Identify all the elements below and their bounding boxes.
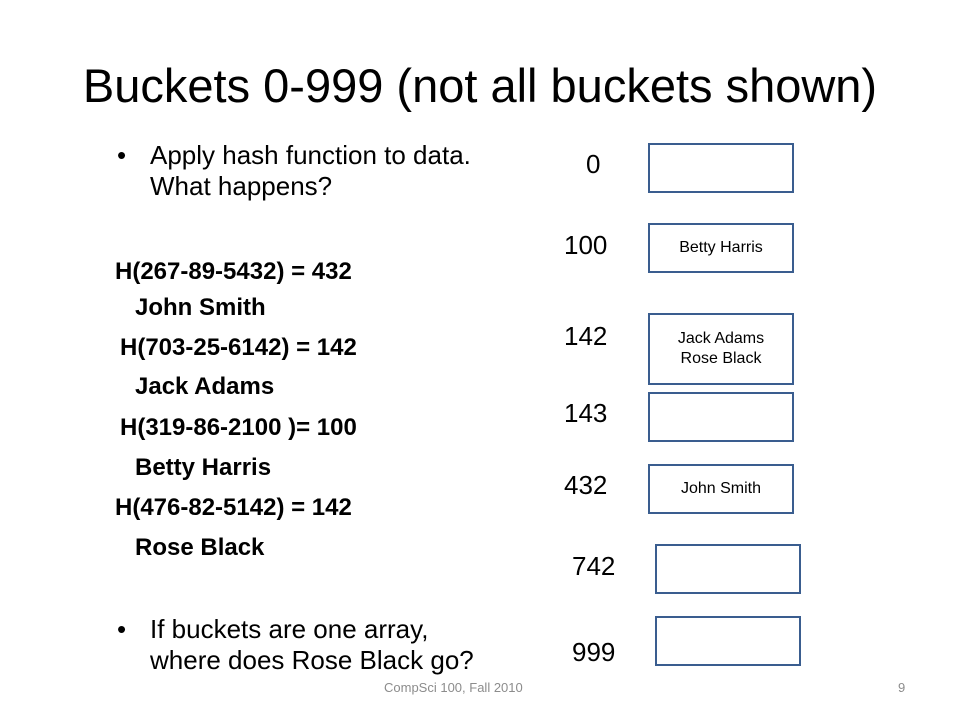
bucket-entry: Jack Adams (677, 330, 765, 347)
bucket-label: 742 (572, 551, 616, 581)
hash-line: H(703-25-6142) = 142 (120, 334, 357, 361)
hash-name: John Smith (135, 294, 266, 321)
bullet-text: If buckets are one array, where does Ros… (150, 614, 474, 676)
hash-name: Jack Adams (135, 373, 275, 400)
bullet-where-rose: • If buckets are one array, where does R… (117, 614, 474, 676)
bullet-line: where does Rose Black go? (150, 645, 474, 675)
bucket-box-100: Betty Harris (648, 223, 794, 273)
bucket-box-143 (648, 392, 794, 442)
bucket-label: 143 (564, 398, 608, 428)
bullet-apply-hash: • Apply hash function to data. What happ… (117, 140, 471, 202)
bucket-box-999 (655, 616, 801, 666)
bullet-line: What happens? (150, 171, 333, 201)
bucket-box-742 (655, 544, 801, 594)
hash-name: Betty Harris (135, 454, 272, 481)
hash-name: Rose Black (135, 534, 265, 561)
bullet-text: Apply hash function to data. What happen… (150, 140, 471, 202)
bucket-box-0 (648, 143, 794, 193)
bucket-label: 0 (586, 149, 601, 179)
bucket-entry: Rose Black (680, 350, 762, 367)
bucket-entry: John Smith (680, 480, 762, 497)
bullet-line: Apply hash function to data. (150, 140, 471, 170)
bucket-label: 999 (572, 637, 616, 667)
bucket-box-432: John Smith (648, 464, 794, 514)
bullet-marker: • (117, 140, 127, 170)
hash-line: H(267-89-5432) = 432 (115, 258, 352, 285)
page-number: 9 (898, 680, 906, 695)
bucket-entry: Betty Harris (679, 239, 763, 256)
bullet-line: If buckets are one array, (150, 614, 429, 644)
bucket-label: 100 (564, 230, 608, 260)
hash-line: H(476-82-5142) = 142 (115, 494, 352, 521)
bucket-label: 142 (564, 321, 608, 351)
hash-line: H(319-86-2100 )= 100 (120, 414, 357, 441)
bullet-marker: • (117, 614, 127, 644)
bucket-box-142: Jack Adams Rose Black (648, 313, 794, 385)
footer-course: CompSci 100, Fall 2010 (384, 680, 523, 695)
slide-title: Buckets 0-999 (not all buckets shown) (82, 59, 878, 112)
bucket-label: 432 (564, 470, 608, 500)
